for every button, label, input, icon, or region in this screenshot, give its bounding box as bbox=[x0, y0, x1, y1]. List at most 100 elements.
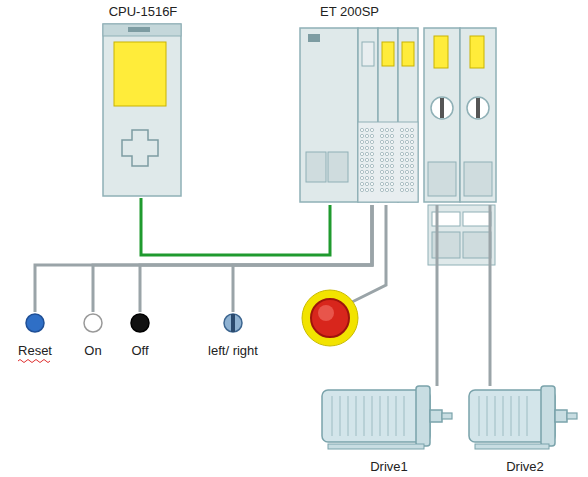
node-label: CPU-1516F bbox=[100, 4, 186, 20]
rect-shape bbox=[300, 28, 358, 202]
circle-shape bbox=[365, 152, 368, 155]
circle-shape bbox=[84, 314, 102, 332]
drive-motor: Drive2 bbox=[465, 382, 585, 475]
node-label: Reset bbox=[10, 343, 60, 359]
circle-shape bbox=[405, 188, 408, 191]
io-station: ET 200SP bbox=[298, 2, 498, 205]
circle-shape bbox=[410, 164, 413, 167]
rect-shape bbox=[567, 413, 577, 419]
circle-shape bbox=[400, 188, 403, 191]
circle-shape bbox=[390, 140, 393, 143]
line-shape bbox=[372, 396, 373, 436]
circle-shape bbox=[410, 158, 413, 161]
circle-shape bbox=[365, 134, 368, 137]
rect-shape bbox=[128, 27, 150, 32]
node-illustration bbox=[298, 2, 498, 205]
circle-shape bbox=[370, 170, 373, 173]
circle-shape bbox=[405, 152, 408, 155]
circle-shape bbox=[385, 152, 388, 155]
circle-shape bbox=[410, 176, 413, 179]
spell-underline bbox=[18, 360, 50, 363]
circle-shape bbox=[365, 164, 368, 167]
line-shape bbox=[348, 396, 349, 436]
circle-shape bbox=[410, 128, 413, 131]
circle-shape bbox=[400, 152, 403, 155]
node-label: Drive1 bbox=[318, 459, 460, 475]
path-shape bbox=[122, 130, 158, 166]
rect-shape bbox=[103, 24, 181, 196]
circle-shape bbox=[224, 314, 242, 332]
rect-shape bbox=[555, 410, 567, 422]
circle-shape bbox=[370, 176, 373, 179]
signal-wire bbox=[140, 205, 372, 312]
rect-shape bbox=[470, 36, 484, 68]
line-shape bbox=[332, 396, 333, 436]
rect-shape bbox=[362, 42, 374, 66]
node-label: Drive2 bbox=[465, 459, 585, 475]
circle-shape bbox=[400, 182, 403, 185]
circle-shape bbox=[400, 176, 403, 179]
circle-shape bbox=[131, 314, 149, 332]
node-label: On bbox=[71, 343, 115, 359]
circle-shape bbox=[380, 188, 383, 191]
circle-shape bbox=[365, 128, 368, 131]
circle-shape bbox=[385, 170, 388, 173]
circle-shape bbox=[410, 188, 413, 191]
circle-shape bbox=[405, 134, 408, 137]
rect-shape bbox=[428, 162, 456, 196]
signal-wire bbox=[233, 205, 372, 312]
line-shape bbox=[487, 396, 488, 436]
circle-shape bbox=[380, 164, 383, 167]
estop-wire bbox=[352, 205, 386, 302]
circle-shape bbox=[405, 128, 408, 131]
circle-shape bbox=[405, 140, 408, 143]
cpu-module: CPU-1516F bbox=[100, 2, 186, 198]
circle-shape bbox=[380, 140, 383, 143]
circle-shape bbox=[360, 158, 363, 161]
drive-motor: Drive1 bbox=[318, 382, 460, 475]
circle-shape bbox=[410, 182, 413, 185]
circle-shape bbox=[405, 176, 408, 179]
circle-shape bbox=[370, 182, 373, 185]
circle-shape bbox=[365, 140, 368, 143]
circle-shape bbox=[360, 182, 363, 185]
node-label: left/ right bbox=[196, 343, 270, 359]
circle-shape bbox=[390, 176, 393, 179]
circle-shape bbox=[410, 146, 413, 149]
control-button: left/ right bbox=[196, 312, 270, 359]
rect-shape bbox=[328, 152, 348, 182]
circle-shape bbox=[410, 152, 413, 155]
circle-shape bbox=[360, 188, 363, 191]
signal-wire bbox=[436, 205, 439, 386]
line-shape bbox=[388, 396, 389, 436]
circle-shape bbox=[365, 188, 368, 191]
circle-shape bbox=[390, 134, 393, 137]
circle-shape bbox=[365, 176, 368, 179]
circle-shape bbox=[400, 146, 403, 149]
circle-shape bbox=[385, 182, 388, 185]
rect-shape bbox=[416, 386, 430, 446]
rect-shape bbox=[402, 42, 414, 66]
circle-shape bbox=[360, 152, 363, 155]
emergency-stop bbox=[302, 290, 358, 346]
rect-shape bbox=[424, 28, 460, 202]
circle-shape bbox=[405, 164, 408, 167]
rect-shape bbox=[475, 444, 549, 449]
circle-shape bbox=[302, 290, 358, 346]
circle-shape bbox=[365, 158, 368, 161]
rect-shape bbox=[231, 314, 235, 332]
rect-shape bbox=[382, 42, 394, 66]
circle-shape bbox=[318, 305, 334, 321]
circle-shape bbox=[311, 299, 349, 337]
circle-shape bbox=[390, 158, 393, 161]
circle-shape bbox=[400, 170, 403, 173]
circle-shape bbox=[410, 134, 413, 137]
circle-shape bbox=[380, 152, 383, 155]
rect-shape bbox=[114, 42, 166, 106]
circle-shape bbox=[380, 176, 383, 179]
circle-shape bbox=[370, 134, 373, 137]
circle-shape bbox=[380, 128, 383, 131]
circle-shape bbox=[360, 164, 363, 167]
circle-shape bbox=[385, 188, 388, 191]
rect-shape bbox=[463, 212, 491, 226]
